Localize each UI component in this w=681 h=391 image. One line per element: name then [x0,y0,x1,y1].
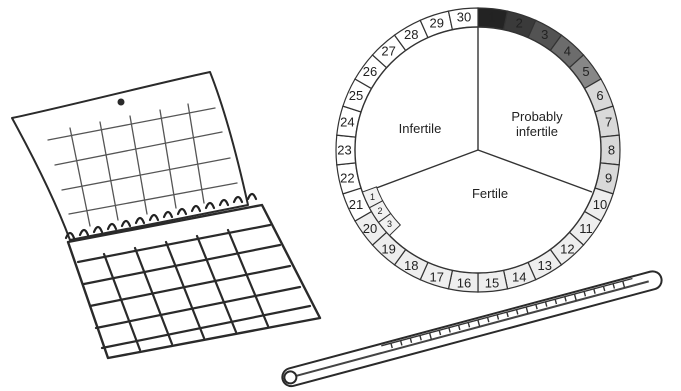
phase-label-fertile: Fertile [472,186,508,201]
day-number-30: 30 [457,10,471,25]
day-number-1: 1 [488,10,495,25]
day-number-5: 5 [582,64,589,79]
day-number-4: 4 [564,43,571,58]
day-number-23: 23 [337,143,351,158]
day-number-19: 19 [381,242,395,257]
calendar-spiral-binding [64,192,258,240]
day-number-9: 9 [605,170,612,185]
day-number-10: 10 [593,197,607,212]
pre-ovulation-segment-1 [361,186,384,209]
thermometer-bulb [283,370,298,385]
thermometer-mercury-column [289,280,649,379]
day-number-11: 11 [579,221,593,236]
day-number-6: 6 [596,88,603,103]
thermometer-scale [381,277,633,349]
day-number-8: 8 [608,143,615,158]
day-number-13: 13 [538,258,552,273]
calendar-bottom-page-grid [76,223,312,352]
day-number-22: 22 [340,170,354,185]
pre-ovulation-number-1: 1 [370,192,375,202]
day-number-29: 29 [430,16,444,31]
day-number-21: 21 [349,197,363,212]
pre-ovulation-segments: 321 [361,186,402,237]
calendar-top-page-grid [47,103,238,227]
day-number-14: 14 [512,269,526,284]
day-number-25: 25 [349,88,363,103]
day-number-28: 28 [404,27,418,42]
day-number-2: 2 [516,16,523,31]
phase-label-probably-infertile-line1: Probably [511,109,563,124]
calendar-illustration [11,71,322,360]
day-number-16: 16 [457,275,471,290]
thermometer-illustration [281,270,663,388]
day-number-7: 7 [605,115,612,130]
phase-dividers [370,27,593,193]
day-number-26: 26 [363,64,377,79]
phase-label-infertile: Infertile [399,121,442,136]
calendar-bottom-page [66,203,322,360]
day-number-18: 18 [404,258,418,273]
day-number-3: 3 [541,27,548,42]
day-number-20: 20 [363,221,377,236]
pre-ovulation-number-2: 2 [378,206,383,216]
phase-label-probably-infertile-line2: infertile [516,124,558,139]
day-number-12: 12 [560,242,574,257]
pre-ovulation-number-3: 3 [387,219,392,229]
divider-right [477,149,593,193]
day-number-15: 15 [485,275,499,290]
divider-left [370,149,479,191]
calendar-hanger-hole [117,98,125,106]
day-number-17: 17 [430,269,444,284]
day-number-24: 24 [340,115,354,130]
day-number-27: 27 [381,43,395,58]
